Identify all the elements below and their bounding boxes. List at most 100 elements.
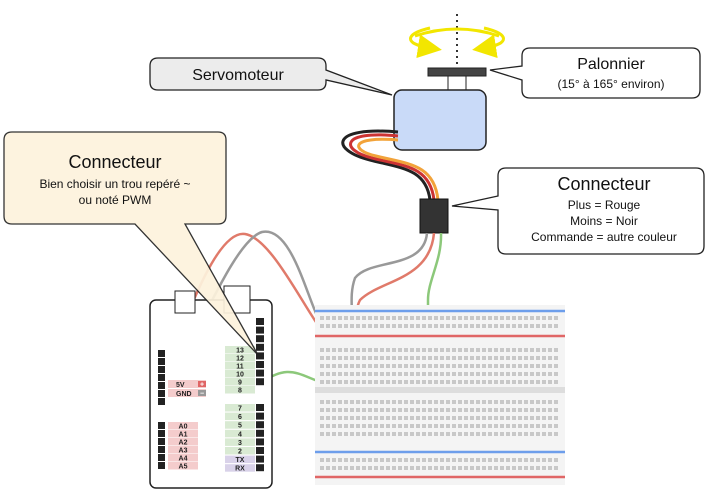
pin-label-a5-bg	[168, 462, 198, 470]
breadboard-hole	[362, 364, 366, 368]
breadboard-hole	[374, 380, 378, 384]
rail-hole	[476, 466, 480, 470]
breadboard-hole	[518, 432, 522, 436]
breadboard-hole	[530, 364, 534, 368]
breadboard-hole	[482, 380, 486, 384]
breadboard-hole	[554, 356, 558, 360]
servo-cable	[341, 129, 440, 201]
pin-label-2-bg	[225, 447, 255, 455]
breadboard-hole	[398, 356, 402, 360]
rail-hole	[506, 458, 510, 462]
rail-hole	[542, 458, 546, 462]
breadboard-hole	[524, 372, 528, 376]
breadboard-hole	[416, 356, 420, 360]
breadboard-hole	[386, 416, 390, 420]
breadboard-hole	[482, 432, 486, 436]
callout-board-connector-line-2: ou noté PWM	[79, 193, 152, 207]
breadboard-hole	[548, 400, 552, 404]
rail-hole	[488, 324, 492, 328]
rotation-arrow-icon	[409, 14, 505, 70]
breadboard-hole	[464, 432, 468, 436]
breadboard-hole	[398, 400, 402, 404]
breadboard-hole	[320, 380, 324, 384]
breadboard-hole	[458, 408, 462, 412]
rail-hole	[326, 458, 330, 462]
breadboard-hole	[362, 348, 366, 352]
breadboard-hole	[326, 348, 330, 352]
breadboard-hole	[440, 432, 444, 436]
breadboard-hole	[554, 424, 558, 428]
header-pin	[256, 361, 264, 368]
header-pin	[256, 412, 264, 420]
rail-hole	[536, 324, 540, 328]
breadboard-hole	[356, 348, 360, 352]
rail-hole	[392, 316, 396, 320]
breadboard-hole	[326, 380, 330, 384]
breadboard-hole	[428, 348, 432, 352]
rail-hole	[554, 316, 558, 320]
rail-hole	[428, 316, 432, 320]
breadboard-hole	[458, 372, 462, 376]
breadboard-hole	[548, 364, 552, 368]
breadboard-hole	[356, 416, 360, 420]
pin-label-9: 9	[238, 380, 242, 387]
rail-hole	[380, 466, 384, 470]
breadboard-hole	[332, 424, 336, 428]
breadboard-hole	[548, 372, 552, 376]
breadboard-hole	[446, 356, 450, 360]
breadboard-hole	[506, 380, 510, 384]
pin-label-a1: A1	[179, 432, 188, 439]
breadboard-hole	[392, 348, 396, 352]
rail-hole	[494, 466, 498, 470]
rail-hole	[452, 466, 456, 470]
breadboard-hole	[464, 348, 468, 352]
breadboard-hole	[446, 348, 450, 352]
breadboard-hole	[386, 424, 390, 428]
rail-hole	[554, 466, 558, 470]
breadboard-hole	[320, 424, 324, 428]
rail-hole	[446, 466, 450, 470]
rail-hole	[524, 324, 528, 328]
breadboard-hole	[464, 416, 468, 420]
breadboard-hole	[410, 424, 414, 428]
breadboard-hole	[506, 408, 510, 412]
rail-hole	[470, 316, 474, 320]
pin-label-3-bg	[225, 438, 255, 446]
breadboard-hole	[368, 364, 372, 368]
breadboard-hole	[386, 380, 390, 384]
breadboard-hole	[542, 380, 546, 384]
callout-servo-connector-title: Connecteur	[557, 174, 650, 194]
breadboard-hole	[554, 432, 558, 436]
breadboard-hole	[530, 432, 534, 436]
rail-hole	[482, 324, 486, 328]
rail-hole	[338, 324, 342, 328]
pin-label-a0: A0	[179, 424, 188, 431]
rail-hole	[368, 316, 372, 320]
breadboard-hole	[392, 372, 396, 376]
breadboard-hole	[464, 364, 468, 368]
pin-label-5: 5	[238, 423, 242, 430]
breadboard-hole	[530, 400, 534, 404]
breadboard-hole	[350, 408, 354, 412]
rail-hole	[332, 324, 336, 328]
breadboard-hole	[344, 364, 348, 368]
breadboard-hole	[344, 356, 348, 360]
rail-hole	[482, 466, 486, 470]
breadboard-hole	[500, 348, 504, 352]
rail-hole	[500, 316, 504, 320]
breadboard-hole	[452, 416, 456, 420]
breadboard-hole	[416, 364, 420, 368]
rail-hole	[398, 458, 402, 462]
pin-label-rx: RX	[235, 466, 245, 473]
rail-hole	[368, 466, 372, 470]
rail-hole	[464, 458, 468, 462]
rail-hole	[422, 324, 426, 328]
rail-hole	[452, 458, 456, 462]
breadboard-hole	[398, 432, 402, 436]
header-pin	[256, 318, 264, 325]
rail-hole	[512, 458, 516, 462]
rail-hole	[380, 458, 384, 462]
breadboard-hole	[362, 380, 366, 384]
header-pin	[158, 462, 165, 469]
